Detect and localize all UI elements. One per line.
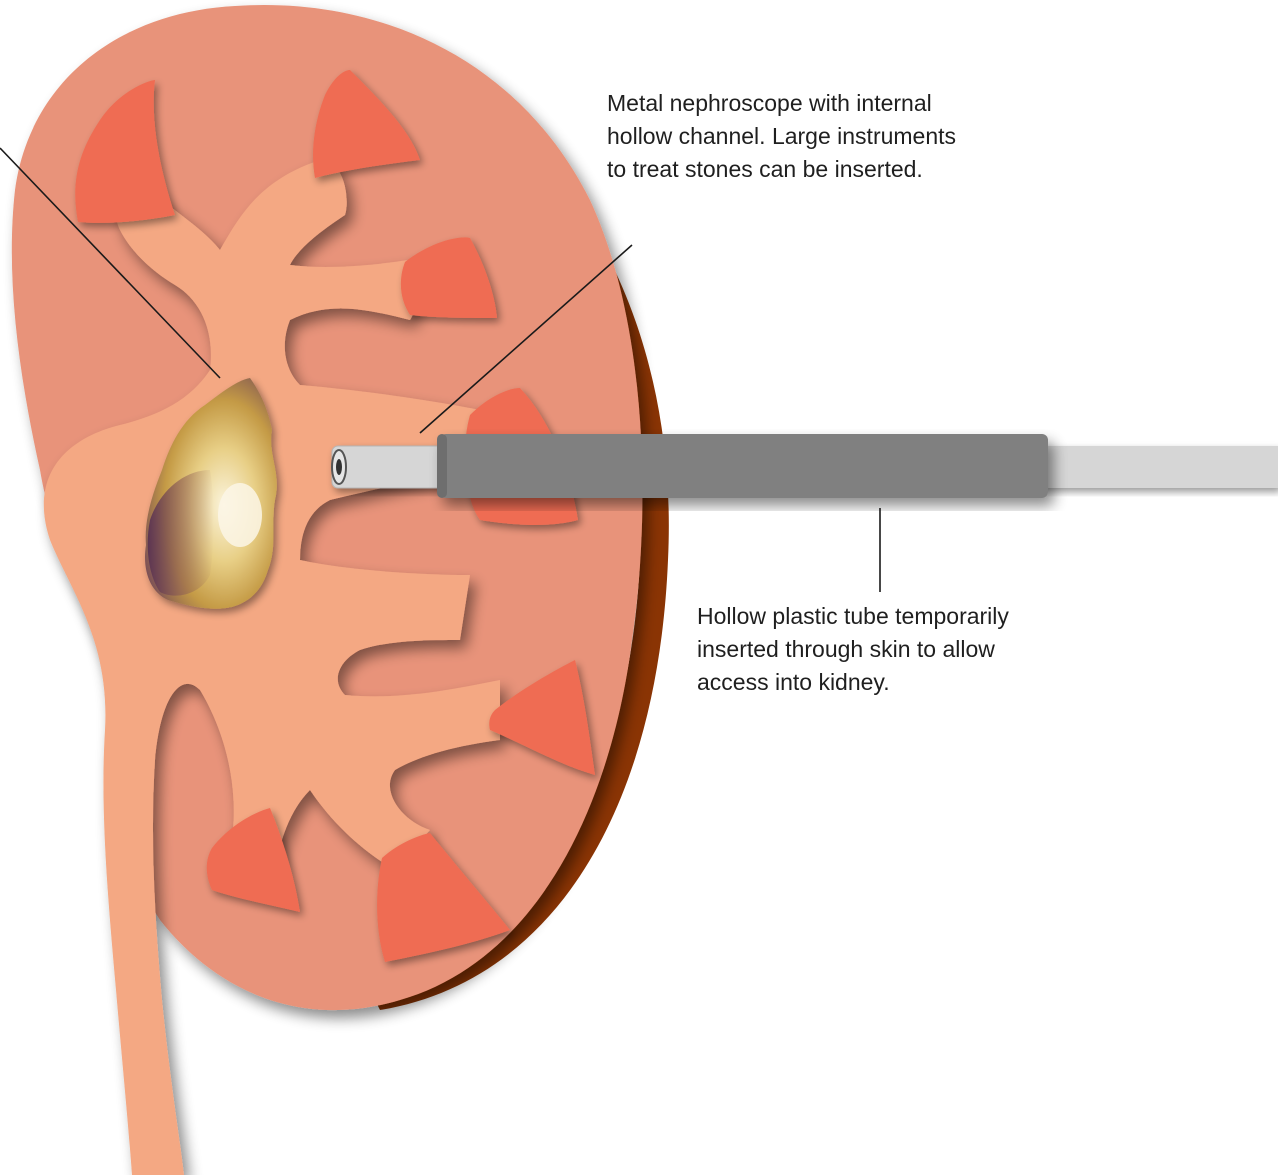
nephroscope-callout: Metal nephroscope with internal hollow c…	[607, 87, 956, 186]
nephroscope-channel-hole	[336, 459, 342, 475]
kidney-stone-highlight	[218, 483, 262, 547]
nephroscope-callout-line-3: to treat stones can be inserted.	[607, 153, 956, 186]
access-tube-callout-line-1: Hollow plastic tube temporarily	[697, 600, 1009, 633]
nephroscope-shaft-rear	[1040, 446, 1278, 488]
nephroscope-callout-line-2: hollow channel. Large instruments	[607, 120, 956, 153]
access-tube	[437, 434, 1048, 498]
access-tube-callout-line-2: inserted through skin to allow	[697, 633, 1009, 666]
access-tube-callout-line-3: access into kidney.	[697, 666, 1009, 699]
nephroscope-callout-line-1: Metal nephroscope with internal	[607, 87, 956, 120]
access-tube-callout: Hollow plastic tube temporarily inserted…	[697, 600, 1009, 699]
access-tube-rim	[437, 434, 447, 498]
access-tube-body	[440, 434, 1048, 498]
